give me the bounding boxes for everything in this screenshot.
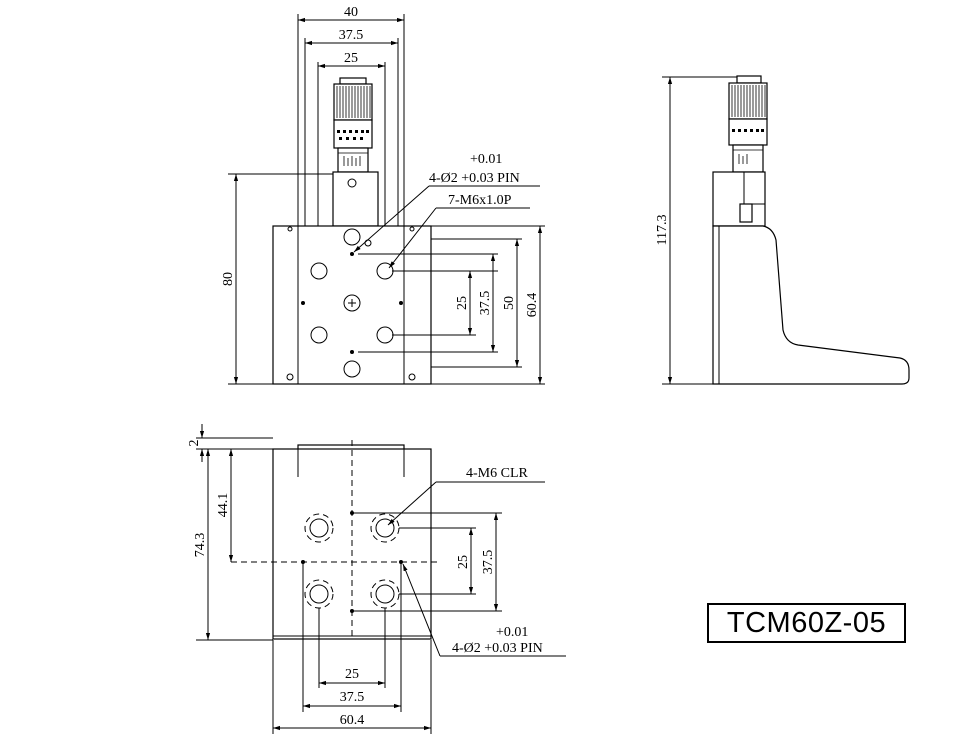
clr-label-text: 4-M6 CLR [466, 466, 529, 481]
pin-tolerance-text: +0.01 [470, 152, 502, 167]
dim-37-5-v-text: 37.5 [478, 291, 493, 316]
dim-60-4-bottom-text: 60.4 [340, 713, 365, 728]
m6-hole [343, 228, 361, 246]
side-bracket [712, 225, 910, 385]
dim-60-4-v-text: 60.4 [525, 293, 540, 318]
pin-leader [353, 185, 430, 253]
dim-37-5-text: 37.5 [339, 28, 364, 43]
top-pin-label-text: 4-Ø2 +0.03 PIN [452, 641, 543, 656]
dim-25-top-text: 25 [456, 555, 471, 569]
pin-label-text: 4-Ø2 +0.03 PIN [429, 171, 520, 186]
dim-37-5-bottom-text: 37.5 [340, 690, 365, 705]
micrometer-head [333, 77, 373, 173]
top-pin-tolerance-text: +0.01 [496, 625, 528, 640]
upper-block [332, 171, 379, 227]
thread-label-text: 7-M6x1.0P [448, 193, 512, 208]
top-view: 2 44.1 74.3 25 37.5 4-M6 CLR +0.01 4-Ø2 … [187, 424, 566, 734]
dim-74-3-text: 74.3 [193, 533, 208, 558]
dim-37-5-top-text: 37.5 [481, 550, 496, 575]
dim-117-3-text: 117.3 [655, 215, 670, 246]
top-pin-leader [402, 563, 441, 657]
dim-50-v-text: 50 [502, 296, 517, 310]
model-label-box: TCM60Z-05 [707, 603, 906, 643]
dim-25-bottom-text: 25 [345, 667, 359, 682]
dim-2-text: 2 [187, 440, 202, 447]
thread-leader [388, 207, 437, 269]
front-view: 40 37.5 25 [221, 5, 545, 385]
clr-leader [387, 481, 437, 526]
clr-hole [304, 513, 334, 543]
dim-44-1-text: 44.1 [216, 493, 231, 518]
dim-80-text: 80 [221, 272, 236, 286]
side-view: 117.3 [655, 75, 910, 385]
model-name: TCM60Z-05 [726, 606, 887, 639]
dim-25-text: 25 [344, 51, 358, 66]
dim-40-text: 40 [344, 5, 358, 20]
dim-25-v-text: 25 [455, 296, 470, 310]
